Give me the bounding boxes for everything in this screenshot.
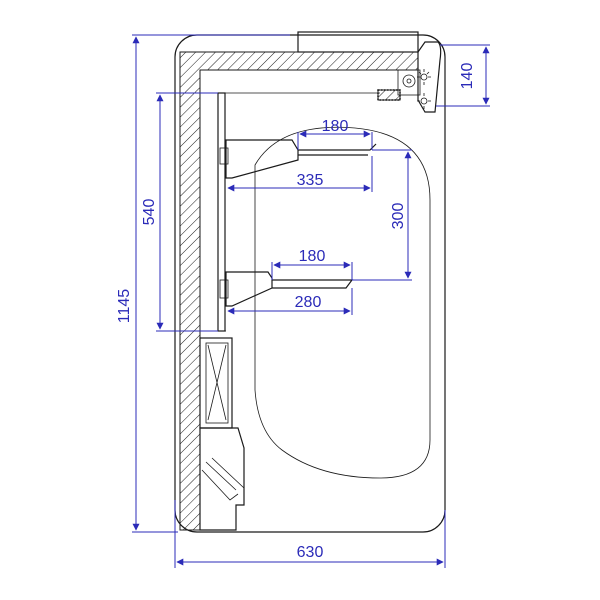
lower-arm-tip xyxy=(272,279,354,289)
reach-oval xyxy=(254,126,431,479)
pad-block xyxy=(377,89,401,101)
dim-label-rail-height: 540 xyxy=(141,199,158,226)
dim-label-overall-height: 1145 xyxy=(116,289,133,324)
top-cover xyxy=(297,31,419,53)
lower-box-inner xyxy=(205,342,229,424)
pulley-hub-icon xyxy=(406,78,412,84)
mechanism-housing xyxy=(417,41,442,113)
upper-arm-clamp xyxy=(219,147,229,165)
mechanism-block xyxy=(397,69,421,96)
cabinet-outline xyxy=(174,34,446,533)
lower-drawer xyxy=(199,427,245,531)
lower-arm xyxy=(225,271,273,307)
dim-label-arm-spacing: 300 xyxy=(390,203,407,230)
dim-label-overall-width: 630 xyxy=(297,544,324,561)
dim-label-lower-reach-long: 280 xyxy=(295,294,322,311)
upper-gear-icon xyxy=(420,73,428,81)
dim-label-lower-reach-short: 180 xyxy=(299,248,326,265)
pulley-icon xyxy=(402,74,416,88)
dim-label-upper-reach-long: 335 xyxy=(297,172,324,189)
lower-drawer-detail xyxy=(201,457,245,501)
lower-arm-clamp xyxy=(219,279,229,299)
pad-block-dots xyxy=(377,89,401,101)
vertical-rail xyxy=(217,92,226,332)
hatched-wall xyxy=(179,51,419,531)
upper-arm xyxy=(225,139,299,179)
lower-gear-icon xyxy=(420,97,428,105)
dim-label-mechanism-height: 140 xyxy=(459,63,476,90)
lower-box-cross xyxy=(207,344,227,421)
lower-box xyxy=(199,337,233,429)
gear-rays-icon xyxy=(417,69,431,109)
upper-arm-tip xyxy=(298,143,377,156)
dim-label-upper-reach-short: 180 xyxy=(322,118,349,135)
